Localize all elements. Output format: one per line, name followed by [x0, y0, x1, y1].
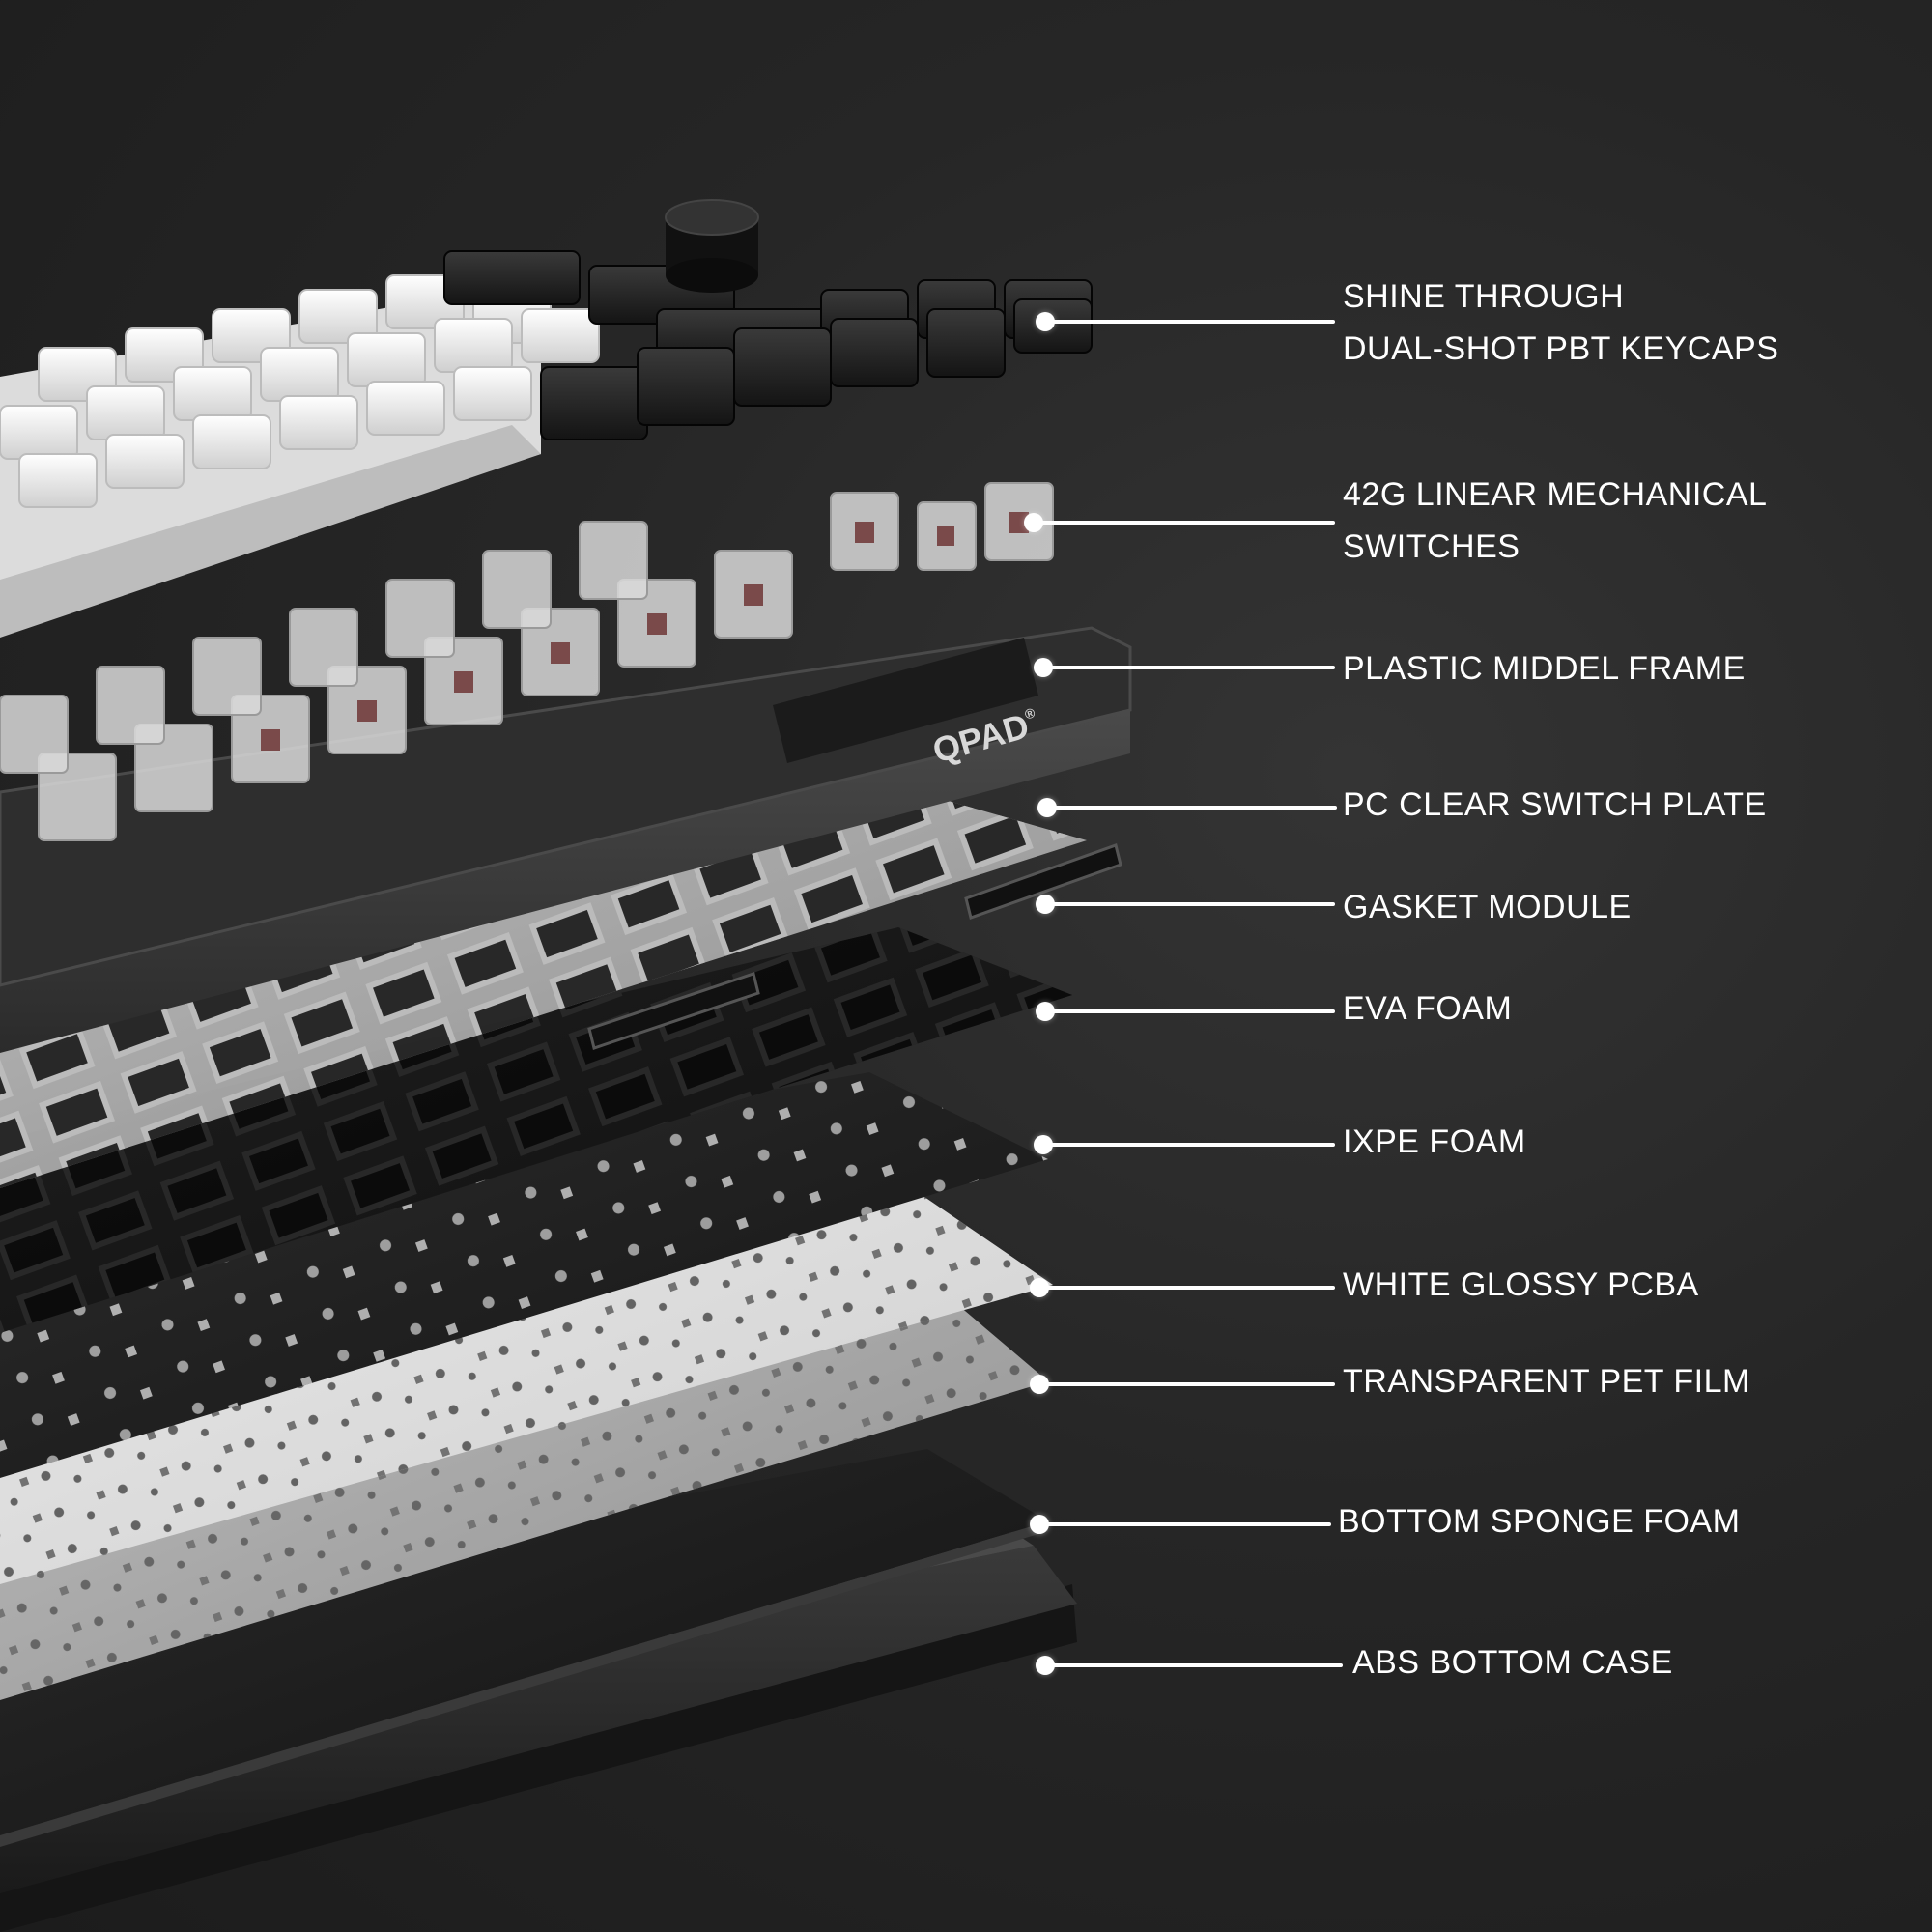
label-pet-film-line-1: TRANSPARENT PET FILM — [1343, 1363, 1750, 1400]
leader-dot-switch-plate — [1037, 798, 1057, 817]
label-ixpe-foam-line-1: IXPE FOAM — [1343, 1123, 1526, 1160]
label-sponge-foam-line-1: BOTTOM SPONGE FOAM — [1338, 1503, 1741, 1540]
linear-switches-shapes — [0, 482, 1054, 841]
label-switches-line-2: SWITCHES — [1343, 528, 1520, 565]
keycaps-shapes — [0, 199, 1093, 638]
leader-line-pcba — [1039, 1286, 1335, 1290]
label-gasket-line-1: GASKET MODULE — [1343, 889, 1632, 925]
leader-dot-middle-frame — [1034, 658, 1053, 677]
leader-dot-pcba — [1030, 1278, 1049, 1297]
label-switches-line-1: 42G LINEAR MECHANICAL — [1343, 476, 1768, 513]
leader-line-ixpe-foam — [1043, 1143, 1335, 1147]
leader-line-middle-frame — [1043, 666, 1335, 669]
label-gasket: GASKET MODULE — [1343, 881, 1632, 933]
leader-dot-ixpe-foam — [1034, 1135, 1053, 1154]
label-keycaps-line-2: DUAL-SHOT PBT KEYCAPS — [1343, 330, 1779, 367]
bottom-sponge-foam-shape — [0, 1449, 1048, 1847]
leader-line-pet-film — [1039, 1382, 1335, 1386]
ixpe-foam-shape — [0, 1072, 1048, 1478]
label-pcba-line-1: WHITE GLOSSY PCBA — [1343, 1266, 1699, 1303]
label-middle-frame: PLASTIC MIDDEL FRAME — [1343, 642, 1746, 695]
leader-line-gasket — [1045, 902, 1335, 906]
label-bottom-case-line-1: ABS BOTTOM CASE — [1352, 1644, 1673, 1681]
leader-line-bottom-case — [1045, 1663, 1343, 1667]
label-switch-plate: PC CLEAR SWITCH PLATE — [1343, 779, 1767, 831]
plastic-middle-frame-shape: QPAD® — [0, 626, 1132, 1053]
label-eva-foam-line-1: EVA FOAM — [1343, 990, 1513, 1027]
pc-clear-switch-plate-shape — [0, 773, 1087, 1188]
leader-dot-pet-film — [1030, 1375, 1049, 1394]
leader-line-eva-foam — [1045, 1009, 1335, 1013]
leader-line-sponge-foam — [1039, 1522, 1331, 1526]
leader-dot-switches — [1024, 513, 1043, 532]
label-eva-foam: EVA FOAM — [1343, 982, 1512, 1035]
eva-foam-shape — [0, 927, 1072, 1333]
leader-line-keycaps — [1045, 320, 1335, 324]
white-glossy-pcba-shape — [0, 1159, 1053, 1584]
label-pcba: WHITE GLOSSY PCBA — [1343, 1259, 1699, 1311]
leader-dot-bottom-case — [1036, 1656, 1055, 1675]
label-keycaps: SHINE THROUGH DUAL-SHOT PBT KEYCAPS — [1343, 270, 1778, 375]
label-keycaps-line-1: SHINE THROUGH — [1343, 278, 1625, 315]
label-ixpe-foam: IXPE FOAM — [1343, 1116, 1526, 1168]
leader-dot-sponge-foam — [1030, 1515, 1049, 1534]
label-bottom-case: ABS BOTTOM CASE — [1352, 1636, 1673, 1689]
leader-dot-gasket — [1036, 895, 1055, 914]
leader-dot-eva-foam — [1036, 1002, 1055, 1021]
label-switch-plate-line-1: PC CLEAR SWITCH PLATE — [1343, 786, 1767, 823]
label-middle-frame-line-1: PLASTIC MIDDEL FRAME — [1343, 650, 1746, 687]
label-sponge-foam: BOTTOM SPONGE FOAM — [1338, 1495, 1740, 1548]
label-pet-film: TRANSPARENT PET FILM — [1343, 1355, 1750, 1407]
leader-line-switches — [1034, 521, 1335, 525]
label-switches: 42G LINEAR MECHANICAL SWITCHES — [1343, 469, 1767, 573]
leader-dot-keycaps — [1036, 312, 1055, 331]
leader-line-switch-plate — [1047, 806, 1337, 810]
